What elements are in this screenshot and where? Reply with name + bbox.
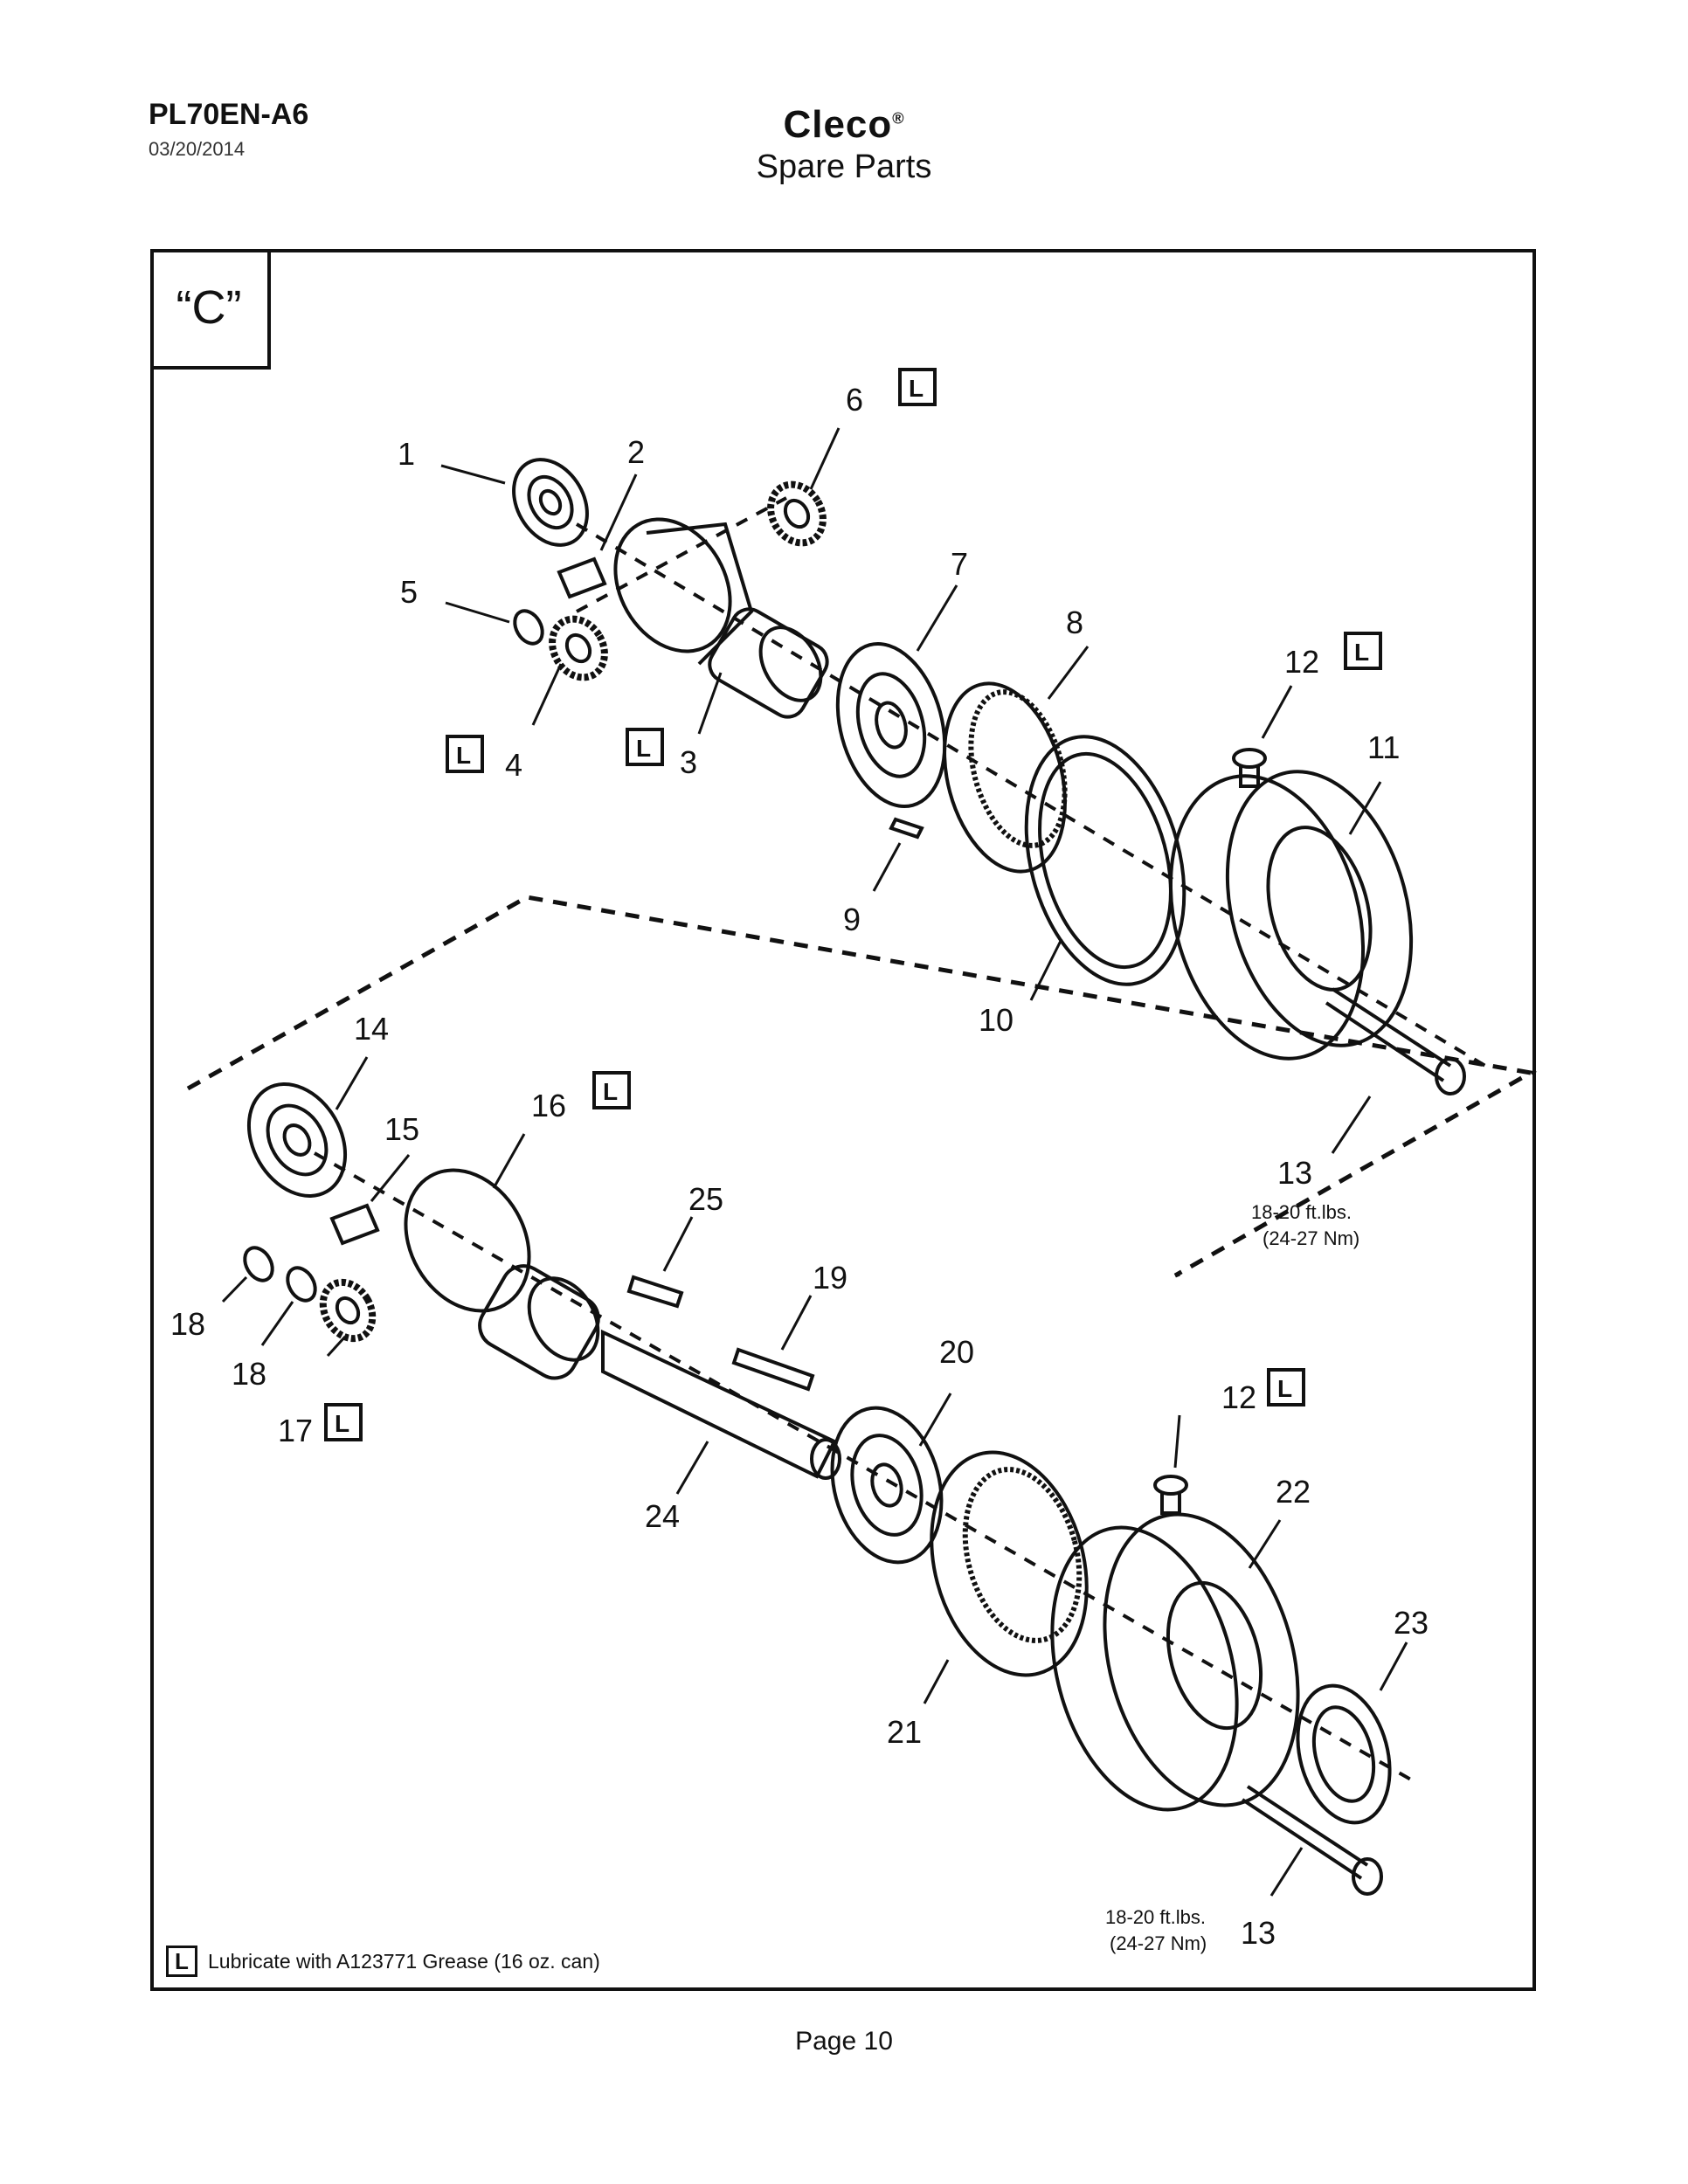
legend-lube-marker: L — [166, 1946, 197, 1977]
part-13-bolt-upper — [1325, 987, 1466, 1095]
part-4-planet-gear — [549, 615, 608, 681]
callout-2: 2 — [627, 434, 645, 470]
part-5-sleeve — [513, 609, 544, 646]
callout-14: 14 — [354, 1011, 389, 1047]
torque-lower-nm: (24-27 Nm) — [1110, 1932, 1207, 1954]
callout-16: 16 — [531, 1088, 566, 1123]
part-11-housing — [1168, 770, 1414, 1061]
svg-text:L: L — [636, 735, 651, 762]
callout-7: 7 — [951, 546, 968, 582]
document-date: 03/20/2014 — [149, 138, 246, 160]
torque-lower-ftlbs: 18-20 ft.lbs. — [1105, 1906, 1206, 1928]
part-3-planet-carrier — [613, 517, 829, 719]
svg-text:L: L — [335, 1410, 349, 1437]
part-18-sleeve-a — [243, 1246, 274, 1282]
lubrication-legend: L Lubricate with A123771 Grease (16 oz. … — [166, 1944, 600, 1979]
svg-text:L: L — [909, 375, 924, 402]
svg-text:L: L — [456, 742, 471, 769]
svg-text:L: L — [1354, 639, 1369, 666]
lube-marker-4: L — [446, 735, 484, 773]
callout-25: 25 — [688, 1181, 723, 1217]
lube-marker-12-upper: L — [1344, 632, 1382, 670]
callout-22: 22 — [1276, 1474, 1311, 1510]
model-number: PL70EN-A6 — [149, 98, 309, 131]
lube-marker-6: L — [898, 368, 937, 406]
callout-17: 17 — [278, 1413, 313, 1448]
page-subtitle: Spare Parts — [756, 149, 932, 185]
part-7-bearing — [835, 642, 947, 808]
callout-20: 20 — [939, 1334, 974, 1370]
part-6-planet-gear — [767, 480, 827, 547]
callout-12-upper: 12 — [1284, 644, 1319, 680]
section-label: “C” — [150, 249, 271, 370]
page-number: Page 10 — [795, 2027, 893, 2056]
part-23-seal — [1296, 1683, 1392, 1825]
legend-text: Lubricate with A123771 Grease (16 oz. ca… — [208, 1949, 600, 1973]
diagram-frame — [150, 249, 1536, 1991]
callout-11: 11 — [1367, 729, 1400, 765]
part-12-screw-lower — [1153, 1475, 1188, 1515]
part-13-bolt-lower — [1241, 1785, 1383, 1896]
assembly-boundary — [186, 895, 1538, 1278]
part-15-pin — [329, 1203, 380, 1246]
part-14-bearing — [246, 1082, 348, 1198]
callout-19: 19 — [813, 1260, 847, 1296]
callout-10: 10 — [979, 1002, 1013, 1038]
part-24-shaft — [601, 1329, 841, 1480]
callout-12-lower: 12 — [1221, 1379, 1256, 1415]
torque-upper-nm: (24-27 Nm) — [1263, 1227, 1359, 1249]
callout-6: 6 — [846, 382, 863, 418]
leader-lines — [221, 427, 1408, 1897]
pinion-axis-line — [576, 496, 787, 613]
part-18-sleeve-b — [286, 1266, 317, 1303]
part-10-gasket — [1024, 735, 1186, 986]
callout-18-right: 18 — [232, 1356, 266, 1392]
callout-4: 4 — [505, 747, 522, 783]
callout-1: 1 — [398, 436, 415, 472]
callout-13-upper: 13 — [1277, 1155, 1312, 1191]
part-9-key — [889, 817, 924, 840]
lower-axis-line — [314, 1151, 1416, 1784]
part-8-ring-gear — [943, 681, 1068, 874]
part-19-key — [731, 1347, 815, 1392]
callout-23: 23 — [1394, 1605, 1429, 1641]
svg-text:L: L — [603, 1078, 618, 1105]
part-25-key — [626, 1275, 684, 1309]
callout-18-left: 18 — [170, 1306, 205, 1342]
part-2-pin — [557, 556, 607, 599]
lube-marker-16: L — [592, 1071, 631, 1109]
callout-5: 5 — [400, 574, 418, 610]
svg-text:L: L — [1277, 1375, 1292, 1402]
callout-21: 21 — [887, 1714, 922, 1750]
lube-marker-17: L — [324, 1403, 363, 1441]
part-1-bearing — [512, 458, 589, 547]
callout-13-lower: 13 — [1241, 1915, 1276, 1951]
part-17-planet-gear — [319, 1278, 377, 1343]
callout-labels: 1 2 3 4 5 6 7 8 9 10 11 12 13 14 15 16 1… — [170, 382, 1429, 1951]
part-16-planet-carrier — [404, 1168, 600, 1380]
lube-marker-12-lower: L — [1267, 1368, 1305, 1406]
callout-15: 15 — [384, 1111, 419, 1147]
registered-mark: ® — [892, 109, 905, 128]
callout-3: 3 — [680, 744, 697, 780]
brand-name: Cleco — [783, 103, 893, 146]
callout-8: 8 — [1066, 605, 1083, 640]
part-22-housing — [1050, 1512, 1300, 1812]
callout-24: 24 — [645, 1498, 680, 1534]
callout-9: 9 — [843, 902, 861, 937]
brand-title: Cleco® — [0, 103, 1688, 147]
part-12-screw-upper — [1232, 748, 1267, 788]
torque-upper-ftlbs: 18-20 ft.lbs. — [1251, 1201, 1352, 1223]
lube-marker-3: L — [626, 728, 664, 766]
part-20-bearing — [830, 1406, 944, 1565]
